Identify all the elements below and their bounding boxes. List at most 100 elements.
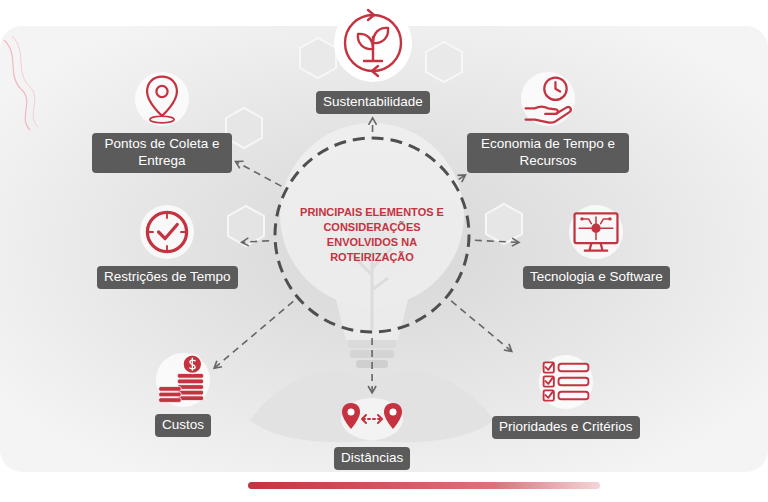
icon-part <box>342 403 360 429</box>
icon-part <box>545 391 552 398</box>
icon-part <box>150 116 174 123</box>
icon-part <box>177 379 203 384</box>
icon-part <box>545 377 552 384</box>
dashed-circle <box>272 135 472 335</box>
icon-part <box>363 418 381 420</box>
icon-part <box>177 373 203 378</box>
topic-node: Economia de Tempo e Recursos <box>467 71 629 173</box>
topic-icon <box>340 397 404 441</box>
icon-part <box>558 392 588 399</box>
topic-label: Distâncias <box>334 447 410 470</box>
icon-part <box>140 205 194 259</box>
icon-part <box>159 392 181 397</box>
deco-hexagon <box>228 206 264 246</box>
icon-part <box>156 353 210 407</box>
icon-part <box>159 387 181 392</box>
icon-part <box>368 10 374 20</box>
dashed-arrow <box>475 240 519 242</box>
icon-part <box>558 378 588 385</box>
icon-part <box>345 15 401 71</box>
topic-label: Sustentabilidade <box>316 91 430 114</box>
icon-part <box>373 28 388 43</box>
icon-part <box>150 214 185 249</box>
icon-shape <box>569 205 623 259</box>
topic-icon <box>333 3 413 83</box>
icon-part <box>190 358 196 370</box>
dashed-circle-outline <box>275 138 469 332</box>
dashed-arrow <box>242 241 270 243</box>
icon-part <box>539 355 593 409</box>
topic-icon <box>568 204 624 260</box>
deco-hexagon <box>486 204 522 244</box>
hands-shape <box>250 370 494 442</box>
icon-shape <box>521 72 575 126</box>
icon-part <box>148 212 187 251</box>
icon-shape <box>135 72 189 126</box>
topic-node: Pontos de Coleta e Entrega <box>92 71 232 173</box>
icon-part <box>334 4 412 82</box>
topic-node: Tecnologia e Software <box>523 204 670 289</box>
icon-part <box>378 415 382 423</box>
icon-shape <box>539 355 593 409</box>
icon-shape <box>156 353 210 407</box>
icon-part <box>384 403 402 429</box>
accent-bar <box>248 482 600 489</box>
dashed-arrow <box>236 161 282 186</box>
icon-part <box>581 217 584 220</box>
dashed-arrow <box>371 338 373 393</box>
icon-shape <box>334 4 412 82</box>
topic-icon <box>134 71 190 127</box>
topic-label: Custos <box>155 414 211 437</box>
icon-part <box>159 225 178 239</box>
icon-part <box>543 362 553 372</box>
icon-part <box>609 217 612 220</box>
topic-icon <box>538 354 594 410</box>
icon-part <box>159 398 181 403</box>
icon-part <box>358 34 373 49</box>
dashed-arrow <box>459 175 466 179</box>
dashed-arrow <box>451 301 512 352</box>
topic-node: Restrições de Tempo <box>97 204 238 289</box>
icon-part <box>580 217 614 239</box>
icon-part <box>543 376 553 386</box>
topic-label: Prioridades e Critérios <box>492 416 640 439</box>
icon-part <box>575 213 618 243</box>
dashed-arrow <box>214 301 293 368</box>
icon-part <box>558 364 588 371</box>
icon-part <box>555 82 560 91</box>
icon-part <box>362 415 366 423</box>
deco-wave <box>4 40 30 130</box>
topic-node: Sustentabilidade <box>316 3 430 114</box>
icon-part <box>544 78 566 100</box>
topic-label: Tecnologia e Software <box>523 266 670 289</box>
icon-part <box>183 355 202 374</box>
icon-part <box>341 398 403 440</box>
topic-node: Distâncias <box>334 397 410 470</box>
icon-part <box>569 205 623 259</box>
topic-label: Restrições de Tempo <box>97 266 238 289</box>
center-title: PRINCIPAIS ELEMENTOS E CONSIDERAÇÕES ENV… <box>297 205 447 264</box>
icon-part <box>156 86 167 97</box>
dashed-arrow <box>372 118 374 132</box>
topic-label: Economia de Tempo e Recursos <box>467 133 629 173</box>
icon-part <box>135 72 189 126</box>
topic-node: Prioridades e Critérios <box>492 354 640 439</box>
deco-wave <box>12 36 38 127</box>
icon-part <box>390 409 397 416</box>
topic-icon <box>139 204 195 260</box>
center-circle: PRINCIPAIS ELEMENTOS E CONSIDERAÇÕES ENV… <box>272 135 472 335</box>
icon-part <box>521 72 575 126</box>
icon-part <box>543 390 553 400</box>
topic-label: Pontos de Coleta e Entrega <box>92 133 232 173</box>
photo-panel <box>0 26 768 472</box>
icon-part <box>147 77 177 116</box>
icon-part <box>372 66 378 76</box>
deco-hexagon <box>300 38 336 78</box>
topic-node: Custos <box>155 352 211 437</box>
icon-part <box>526 107 558 114</box>
icon-shape <box>341 398 403 440</box>
deco-hexagon <box>426 42 462 82</box>
